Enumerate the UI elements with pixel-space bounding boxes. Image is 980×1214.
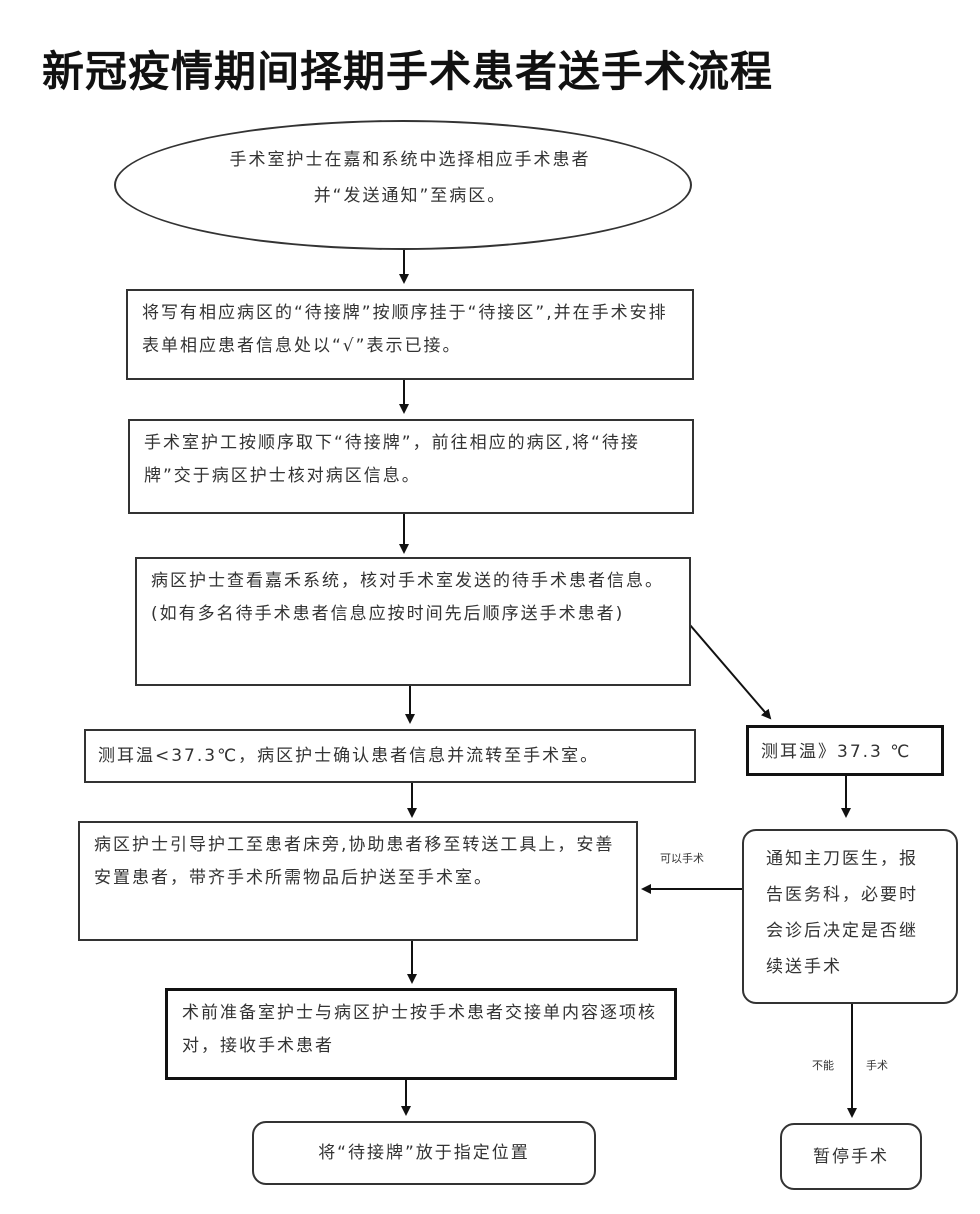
edge-label-operate: 手术 (866, 1059, 888, 1072)
step-escort-to-or: 病区护士引导护工至患者床旁,协助患者移至转送工具上，安善安置患者，带齐手术所需物… (78, 821, 638, 941)
start-oval (114, 120, 692, 250)
step-notify-surgeon: 通知主刀医生，报告医务科，必要时会诊后决定是否继续送手术 (742, 829, 958, 1004)
start-node-text: 手术室护士在嘉和系统中选择相应手术患者并“发送通知”至病区。 (229, 150, 591, 206)
step-temp-normal: 测耳温<37.3℃，病区护士确认患者信息并流转至手术室。 (84, 729, 696, 783)
step-place-card: 将“待接牌”放于指定位置 (252, 1121, 596, 1185)
arrow-step3-to-temphigh (689, 624, 772, 720)
edge-label-cannot: 不能 (812, 1059, 834, 1072)
step-porter-take-card: 手术室护工按顺序取下“待接牌”，前往相应的病区,将“待接牌”交于病区护士核对病区… (128, 419, 694, 514)
step-hang-waiting-card: 将写有相应病区的“待接牌”按顺序挂于“待接区”,并在手术安排表单相应患者信息处以… (126, 289, 694, 380)
step-ward-nurse-verify: 病区护士查看嘉禾系统，核对手术室发送的待手术患者信息。(如有多名待手术患者信息应… (135, 557, 691, 686)
step-suspend-surgery: 暂停手术 (780, 1123, 922, 1190)
edge-label-can-operate: 可以手术 (660, 852, 704, 865)
page-title: 新冠疫情期间择期手术患者送手术流程 (42, 47, 774, 96)
step-preop-handover: 术前准备室护士与病区护士按手术患者交接单内容逐项核对，接收手术患者 (165, 988, 677, 1080)
step-temp-high: 测耳温》37.3 ℃ (746, 725, 944, 776)
